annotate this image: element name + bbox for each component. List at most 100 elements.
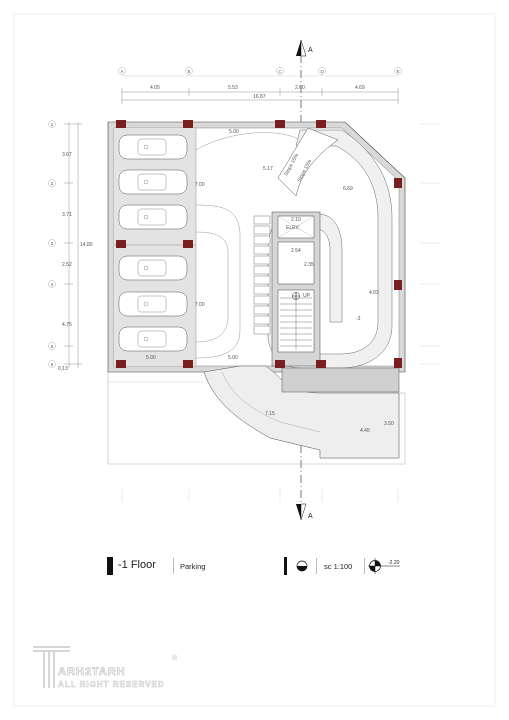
right-grid-ticks [420,123,440,365]
parked-cars [118,134,188,352]
column [394,280,402,290]
svg-text:5.00: 5.00 [229,129,239,135]
dim-left-3: 2.52 [62,262,72,268]
grid-col-c: C [276,67,284,75]
section-marker-bottom: A [296,503,313,521]
grid-col-e: E [394,67,402,75]
svg-text:5: 5 [51,344,54,349]
floor-use-label: Parking [180,562,206,571]
lower-ramp [203,365,400,459]
svg-text:2.10: 2.10 [291,217,301,223]
grid-col-a: A [118,67,126,75]
dim-top-4: 4.69 [355,85,365,91]
level-divider [364,558,365,574]
registered-mark: ® [172,655,178,662]
circulation-curves [195,132,301,359]
dim-top-1: 4.05 [150,85,160,91]
grid-row-5: 5 [48,342,56,350]
parking-strip [114,128,196,366]
svg-text:7.15: 7.15 [265,411,275,417]
column [275,120,285,128]
column [116,360,126,368]
grid-row-2: 2 [48,179,56,187]
car-3 [118,204,188,230]
svg-text:2.54: 2.54 [291,248,301,254]
section-marker-bottom-label: A [308,513,313,520]
watermark-subtitle: ALL RIGHT RESERVED [58,680,165,690]
section-symbol-icon [296,560,308,572]
dim-left-2: 3.71 [62,212,72,218]
svg-text:7.00: 7.00 [195,302,205,308]
title-divider [173,558,174,574]
grid-col-b: B [185,67,193,75]
dim-left-small: 0.13 [58,366,68,372]
section-marker-top-label: A [308,47,313,54]
svg-text:3.50: 3.50 [384,421,394,427]
watermark-brand: ARH2TARH [58,666,126,679]
svg-text:4: 4 [51,282,54,287]
svg-text:5.00: 5.00 [146,355,156,361]
column [183,120,193,128]
car-4 [118,255,188,281]
column [394,358,402,368]
svg-text:D: D [321,69,325,74]
grid-row-6: 6 [48,360,56,368]
grid-row-4: 4 [48,280,56,288]
scale-label: sc 1:100 [324,562,353,571]
stair-up-arrow [292,292,300,300]
column [316,120,326,128]
svg-text:4.03: 4.03 [369,290,379,296]
dim-top-3: 2.60 [295,85,305,91]
svg-text:-3: -3 [356,316,361,322]
core-side-steps [253,215,271,335]
dim-left-1: 3.67 [62,152,72,158]
svg-text:C: C [279,69,283,74]
grid-row-3: 3 [48,239,56,247]
top-grid: A B C D E 4.05 5.53 2.60 4.69 16.87 [118,67,402,104]
dim-top-2: 5.53 [228,85,238,91]
dim-total-width: 16.87 [253,94,266,100]
lower-ramp-landing [281,367,400,393]
svg-text:3: 3 [51,241,54,246]
svg-text:UP: UP [303,293,311,299]
dim-left-4: 4.75 [62,322,72,328]
car-2 [118,169,188,195]
spiral-ramp [267,129,393,369]
svg-text:1: 1 [51,122,54,127]
column [183,360,193,368]
columns [116,120,402,368]
ramp-entrance [277,127,339,197]
svg-text:7.00: 7.00 [195,182,205,188]
left-grid: 1 2 3 4 5 6 3.67 3.71 2.52 4.75 14.80 0.… [48,120,93,372]
logo-mark [33,646,70,688]
column [183,240,193,248]
north-arrow-icon [368,558,400,574]
bottom-grid-ticks [121,488,399,502]
floor-marker-bar [107,557,113,575]
svg-text:B: B [188,69,191,74]
scale-marker-bar [284,557,287,575]
dim-total-height: 14.80 [80,242,93,248]
grid-row-1: 1 [48,120,56,128]
car-1 [118,134,188,160]
svg-text:6: 6 [51,362,54,367]
svg-text:2: 2 [51,181,54,186]
svg-text:5.00: 5.00 [228,355,238,361]
level-value: -2.20 [388,560,400,566]
sheet-border [13,13,496,707]
car-5 [118,291,188,317]
lobby [277,241,315,285]
column [116,120,126,128]
column [316,360,326,368]
svg-text:E: E [397,69,400,74]
scale-divider [316,558,317,574]
svg-text:A: A [121,69,124,74]
car-6 [118,326,188,352]
stair-treads [280,292,312,350]
svg-text:ELEV.: ELEV. [286,225,300,231]
svg-text:4.45: 4.45 [360,428,370,434]
column [394,178,402,188]
column [275,360,285,368]
svg-text:6.69: 6.69 [343,186,353,192]
